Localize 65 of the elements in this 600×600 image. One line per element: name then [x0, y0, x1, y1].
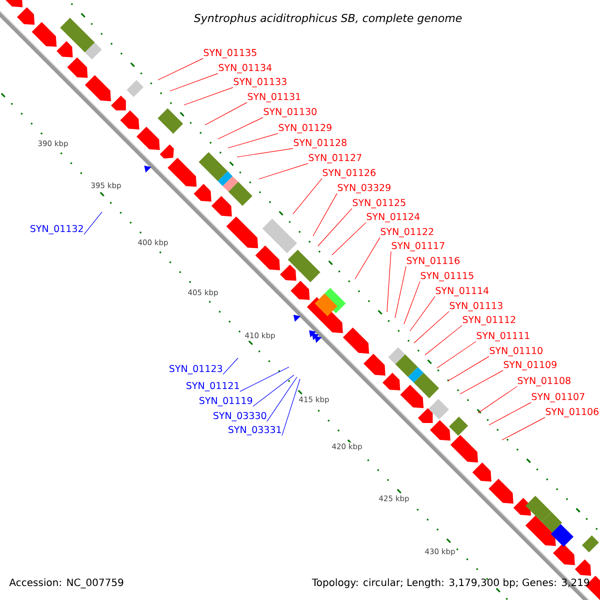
- gene-label: SYN_03329: [338, 184, 390, 194]
- accession-text: Accession: NC_007759: [9, 578, 124, 588]
- gene-label: SYN_01119: [200, 396, 252, 406]
- gene-label: SYN_01128: [294, 138, 346, 148]
- gene-label: SYN_01134: [218, 64, 272, 74]
- leader-line: [386, 251, 392, 312]
- leader-line: [312, 193, 338, 236]
- leader-line: [228, 133, 278, 148]
- leader-line: [424, 325, 462, 356]
- gene-label: SYN_01116: [406, 256, 460, 266]
- gene-label: SYN_01133: [234, 78, 286, 88]
- gene-label: SYN_01124: [366, 212, 420, 222]
- leader-line: [282, 378, 300, 436]
- leader-line: [414, 311, 450, 344]
- gene-label: SYN_01109: [504, 360, 556, 370]
- gene-label: SYN_01117: [392, 242, 444, 252]
- leader-line: [488, 402, 532, 426]
- gene-label: SYN_01123: [170, 364, 222, 374]
- gene-label: SYN_01111: [476, 332, 530, 342]
- leader-line: [394, 266, 406, 318]
- leader-line: [236, 148, 294, 158]
- gene-label: SYN_03330: [214, 412, 266, 422]
- leader-line: [404, 281, 420, 324]
- leader-line: [502, 417, 546, 440]
- gene-label: SYN_01108: [518, 376, 570, 386]
- leader-line: [240, 366, 290, 392]
- title: Syntrophus aciditrophicus SB, complete genome: [194, 14, 462, 24]
- leader-line: [266, 376, 298, 422]
- gene-label: SYN_01110: [490, 346, 542, 356]
- leader-line: [158, 58, 204, 80]
- gene-label: SYN_01114: [436, 286, 489, 296]
- leader-line: [436, 341, 476, 368]
- leader-line: [332, 222, 366, 256]
- leader-line: [252, 374, 294, 407]
- leader-line: [170, 73, 218, 92]
- leader-line: [448, 356, 490, 382]
- leader-line: [478, 386, 518, 414]
- leader-line: [292, 178, 322, 214]
- gene-label: SYN_01115: [420, 272, 474, 282]
- gene-label: SYN_03331: [228, 426, 281, 436]
- gene-label: SYN_01113: [450, 302, 502, 312]
- leader-line: [410, 296, 436, 332]
- gene-label: SYN_01130: [264, 108, 316, 118]
- gene-label: SYN_01107: [532, 392, 584, 402]
- leader-line: [318, 208, 352, 246]
- gene-label: SYN_01129: [278, 124, 332, 134]
- gene-label: SYN_01121: [186, 382, 239, 392]
- leader-line: [460, 370, 504, 394]
- leader-line: [222, 358, 238, 375]
- leader-line: [218, 117, 264, 140]
- summary-text: Topology: circular; Length: 3,179,300 bp; Genes: 3,219: [312, 578, 590, 588]
- gene-label: SYN_01132: [30, 224, 83, 234]
- gene-label: SYN_01127: [308, 154, 362, 164]
- gene-label: SYN_01125: [352, 198, 406, 208]
- leader-line: [204, 102, 248, 126]
- leader-line: [84, 212, 102, 235]
- gene-label: SYN_01135: [204, 48, 256, 58]
- leader-line: [184, 87, 234, 106]
- gene-label: SYN_01112: [462, 316, 516, 326]
- gene-label: SYN_01106: [546, 408, 598, 418]
- leader-line: [258, 163, 308, 180]
- gene-label: SYN_01122: [380, 228, 434, 238]
- leader-line: [354, 237, 380, 280]
- gene-label: SYN_01131: [248, 92, 300, 102]
- gene-label: SYN_01126: [322, 168, 376, 178]
